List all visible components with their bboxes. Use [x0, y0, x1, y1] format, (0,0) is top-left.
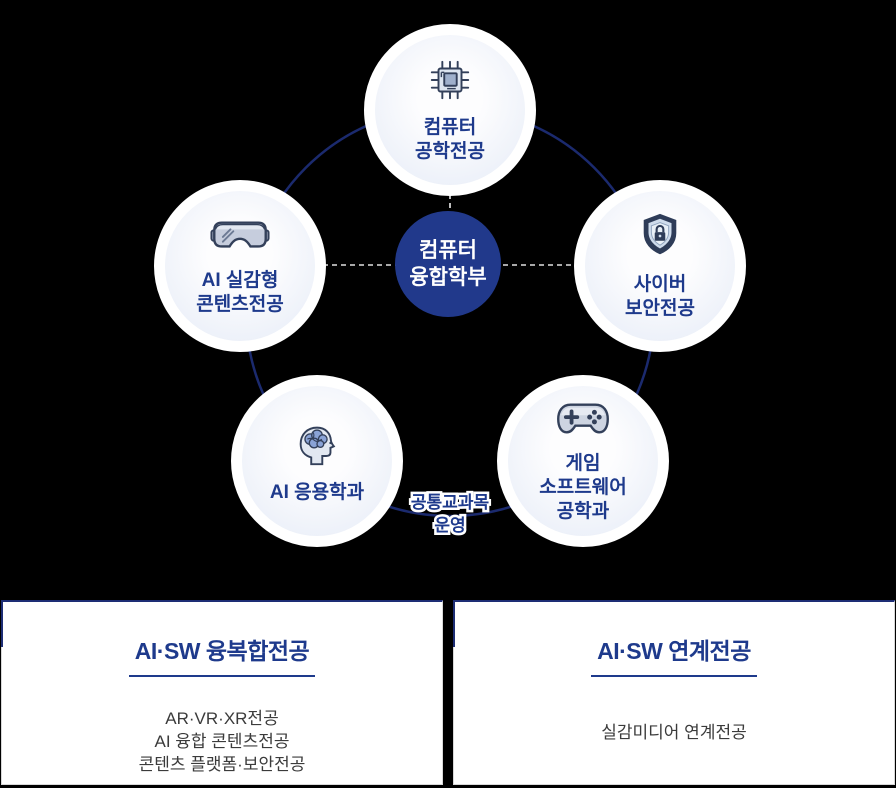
node-label: 게임 소프트웨어 공학과	[539, 452, 626, 524]
center-label-line: 융합학부	[409, 266, 487, 289]
node-label-line: 소프트웨어	[539, 476, 627, 498]
node-game-software: 게임 소프트웨어 공학과	[497, 375, 669, 547]
node-label: 컴퓨터 공학전공	[415, 116, 485, 164]
panel-item: 콘텐츠 플랫폼·보안전공	[138, 755, 306, 774]
node-label-line: 콘텐츠전공	[196, 293, 284, 315]
node-label-line: 공학과	[556, 500, 610, 522]
node-label-line: 보안전공	[625, 297, 695, 319]
node-label-line: AI 실감형	[201, 269, 279, 291]
panel-item: AR·VR·XR전공	[165, 709, 279, 728]
node-label-line: AI 응용학과	[269, 481, 365, 503]
node-label-line: 게임	[565, 452, 601, 474]
panel-convergence-major: AI·SW 융복합전공 AR·VR·XR전공 AI 융합 콘텐츠전공 콘텐츠 플…	[1, 600, 443, 785]
node-label: AI 응용학과	[270, 481, 364, 505]
node-division-center: 컴퓨터 융합학부	[395, 211, 501, 317]
node-cyber-security: 사이버 보안전공	[574, 180, 746, 352]
node-label-line: 컴퓨터	[423, 116, 477, 138]
panel-title-text: AI·SW 연계전공	[591, 632, 757, 677]
panel-item-list: 실감미디어 연계전공	[454, 721, 894, 744]
panel-title-text: AI·SW 융복합전공	[128, 632, 316, 677]
node-label-line: 사이버	[633, 273, 687, 295]
panel-linked-major: AI·SW 연계전공 실감미디어 연계전공	[453, 600, 895, 785]
ai-head-icon	[292, 418, 342, 468]
center-label-line: 컴퓨터	[419, 239, 477, 262]
shield-lock-icon	[637, 212, 683, 260]
panel-item: AI 융합 콘텐츠전공	[154, 732, 290, 751]
common-curriculum-badge: 공통교과목 운영 공통교과목 운영	[408, 491, 491, 538]
node-label-line: 공학전공	[415, 140, 485, 162]
vr-goggles-icon	[209, 216, 271, 256]
badge-outline: 공통교과목 운영	[408, 491, 491, 538]
node-computer-engineering: 컴퓨터 공학전공	[364, 24, 536, 196]
major-panels: AI·SW 융복합전공 AR·VR·XR전공 AI 융합 콘텐츠전공 콘텐츠 플…	[0, 600, 896, 788]
panel-title: AI·SW 융복합전공	[2, 632, 442, 677]
panel-item-list: AR·VR·XR전공 AI 융합 콘텐츠전공 콘텐츠 플랫폼·보안전공	[2, 707, 442, 776]
panel-item: 실감미디어 연계전공	[601, 723, 747, 742]
division-diagram: 컴퓨터 공학전공 AI 실감형 콘텐츠전공	[154, 24, 746, 547]
gamepad-icon	[554, 399, 612, 439]
panel-title: AI·SW 연계전공	[454, 632, 894, 677]
node-label: AI 실감형 콘텐츠전공	[196, 269, 283, 317]
node-ai-immersive-content: AI 실감형 콘텐츠전공	[154, 180, 326, 352]
chip-icon	[427, 57, 473, 103]
node-label: 사이버 보안전공	[625, 273, 695, 321]
badge-text: 공통교과목 운영	[410, 493, 490, 535]
node-ai-applied: AI 응용학과	[231, 375, 403, 547]
